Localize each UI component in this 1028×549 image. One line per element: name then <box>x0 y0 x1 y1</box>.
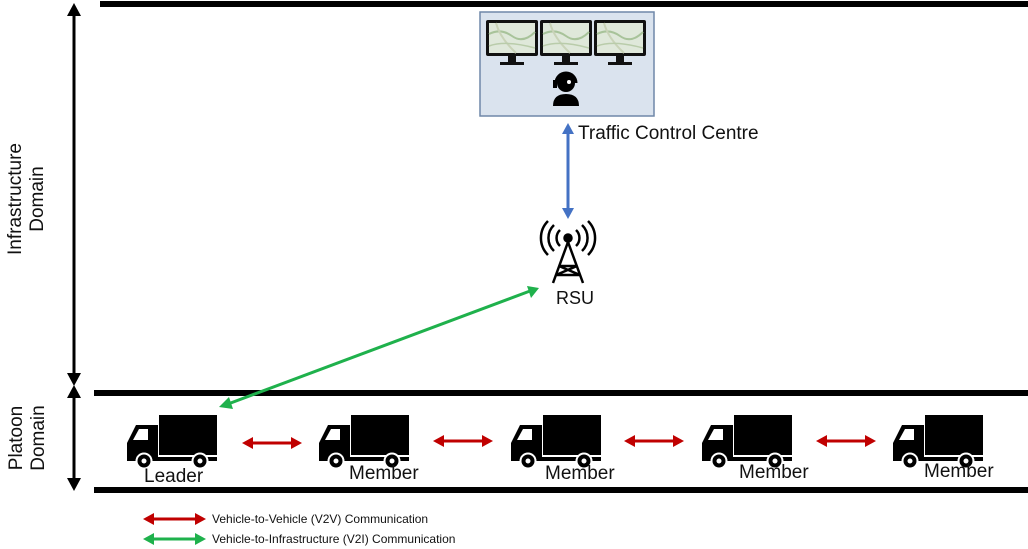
vehicle-label: Member <box>924 461 994 482</box>
platoon-bottom-line <box>94 487 1028 493</box>
vehicle-label: Leader <box>144 466 204 487</box>
vehicle-label: Member <box>349 463 419 484</box>
legend-v2v-arrow <box>143 513 206 525</box>
traffic-control-centre-label: Traffic Control Centre <box>578 123 759 144</box>
v2v-link-arrow <box>433 435 493 447</box>
vehicle-label: Member <box>739 462 809 483</box>
legend-v2v-label: Vehicle-to-Vehicle (V2V) Communication <box>212 512 429 526</box>
platoon-domain-label: Platoon Domain <box>6 388 50 488</box>
truck-icon <box>126 414 218 470</box>
radio-tower-icon <box>539 220 597 284</box>
traffic-control-centre <box>479 11 655 117</box>
v2v-link-arrow <box>242 437 302 449</box>
vehicle-label: Member <box>545 463 615 484</box>
platoon-domain-label-line1: Platoon <box>6 405 27 471</box>
infrastructure-domain-label: Infrastructure Domain <box>5 129 49 269</box>
infrastructure-domain-label-line2: Domain <box>27 166 48 232</box>
v2v-link-arrow <box>816 435 876 447</box>
tcc-rsu-link-arrow <box>562 123 574 219</box>
v2v-link-arrow <box>624 435 684 447</box>
infrastructure-domain-extent-arrow <box>67 3 81 386</box>
platoon-top-line <box>94 390 1028 396</box>
legend-v2i-arrow <box>143 533 206 545</box>
infrastructure-domain-label-line1: Infrastructure <box>5 143 26 255</box>
truck-icon <box>510 414 602 470</box>
platoon-domain-label-line2: Domain <box>28 405 49 471</box>
legend-v2i-label: Vehicle-to-Infrastructure (V2I) Communic… <box>212 532 456 546</box>
truck-icon <box>701 414 793 470</box>
operator-headset-icon <box>553 71 579 106</box>
v2i-link-arrow <box>219 286 539 409</box>
truck-icon <box>318 414 410 470</box>
platoon-domain-extent-arrow <box>67 385 81 491</box>
rsu-label: RSU <box>556 288 595 308</box>
top-boundary-line <box>100 1 1028 7</box>
